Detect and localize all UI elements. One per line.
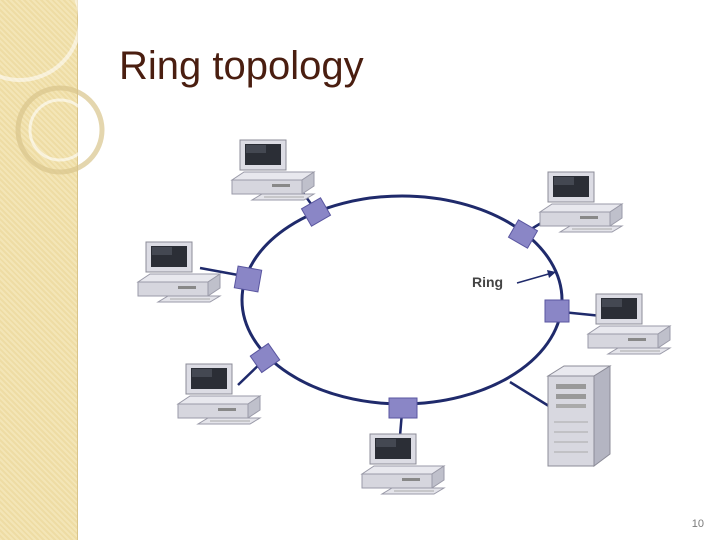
ring-label: Ring [472,274,503,290]
ring-connector [300,197,332,227]
ring-topology-diagram: Ring [137,139,671,495]
desktop-computer-icon [177,363,261,425]
desktop-computer-icon [361,433,445,495]
desktop-computer-icon [587,293,671,355]
ring-connector [507,219,539,249]
slide-title: Ring topology [119,44,364,88]
server-tower-icon [547,365,611,467]
ring-connector [388,397,418,419]
ring-connector [233,265,263,293]
decorative-circles [0,0,105,175]
ring-label-arrow [516,270,556,284]
desktop-computer-icon [231,139,315,201]
desktop-computer-icon [539,171,623,233]
page-number: 10 [691,518,704,530]
ring-connectors [233,197,570,419]
ring-connector [249,342,281,374]
desktop-computer-icon [137,241,221,303]
ring-connector [544,299,570,323]
